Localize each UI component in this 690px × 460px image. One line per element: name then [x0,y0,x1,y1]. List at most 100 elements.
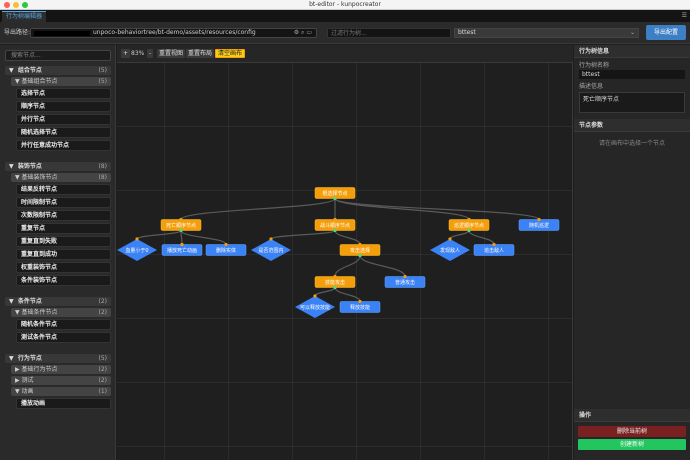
input-port[interactable] [180,242,184,247]
clear-canvas-button[interactable]: 清空画布 [215,49,246,58]
palette-node-item[interactable]: 重复直到失败 [16,236,111,247]
palette-node-item[interactable]: 权重装饰节点 [16,262,111,273]
palette-node-item[interactable]: 顺序节点 [16,101,111,112]
node-search-input[interactable]: 搜索节点... [5,50,111,61]
input-port[interactable] [403,274,407,279]
palette-node-item[interactable]: 并行节点 [16,114,111,125]
palette-group[interactable]: ▼ 装饰节点(8) [5,162,111,171]
edge [334,255,361,277]
subgroup-name: 基础组合节点 [21,78,58,85]
export-path-value: unpoco-behaviortree/bt-demo/assets/resou… [93,29,256,36]
palette-node-item[interactable]: 测试条件节点 [16,332,111,343]
delete-tree-button[interactable]: 删除当前树 [578,426,686,437]
palette-subgroup[interactable]: ▼ 基础组合节点(5) [11,77,111,86]
input-port[interactable] [537,217,541,222]
output-port[interactable] [467,228,471,233]
palette-group[interactable]: ▼ 条件节点(2) [5,297,111,306]
palette-group[interactable]: ▼ 行为节点(5) [5,354,111,363]
palette-node-item[interactable]: 随机选择节点 [16,127,111,138]
palette-subgroup[interactable]: ▼ 基础条件节点(2) [11,308,111,317]
input-port[interactable] [358,242,362,247]
minimize-window-button[interactable] [13,2,19,8]
export-path-input[interactable]: unpoco-behaviortree/bt-demo/assets/resou… [30,28,317,38]
tree-node-hp[interactable]: 血量小于0 [117,237,157,261]
group-count: (8) [98,163,108,170]
palette-node-item[interactable]: 选择节点 [16,88,111,99]
subgroup-count: (1) [98,388,108,395]
palette-subgroup[interactable]: ▼ 基础装饰节点(8) [11,173,111,182]
menu-icon[interactable]: ☰ [681,12,687,19]
tree-node-chase[interactable]: 追击敌人 [473,242,515,256]
export-config-button[interactable]: 导出配置 [646,25,686,40]
palette-node-item[interactable]: 并行任意成功节点 [16,140,111,151]
tree-node-death[interactable]: 死亡顺序节点 [160,217,202,233]
search-icon[interactable]: ⌕ [301,29,305,36]
palette-subgroup[interactable]: ▶ 基础行为节点(2) [11,365,111,374]
tree-node-atksel[interactable]: 攻击选择 [339,242,381,258]
maximize-window-button[interactable] [22,2,28,8]
palette-node-item[interactable]: 结果反转节点 [16,184,111,195]
input-port[interactable] [448,237,452,241]
tree-node-skill[interactable]: 释放技能 [339,299,381,313]
palette-subgroup[interactable]: ▼ 动画(1) [11,387,111,396]
input-port[interactable] [135,237,139,241]
palette-node-item[interactable]: 播放动画 [16,398,111,409]
palette-node-item[interactable]: 随机条件节点 [16,319,111,330]
palette-node-item[interactable]: 时间限制节点 [16,197,111,208]
palette-group[interactable]: ▼ 组合节点(5) [5,66,111,75]
description-value: 死亡顺序节点 [583,96,620,103]
reset-view-button[interactable]: 重置视图 [157,49,186,58]
output-port[interactable] [333,228,337,233]
input-port[interactable] [333,274,337,279]
input-port[interactable] [492,242,496,247]
palette-node-item[interactable]: 条件装饰节点 [16,275,111,286]
palette-node-item[interactable]: 次数限制节点 [16,210,111,221]
tree-info-title: 行为树信息 [574,45,690,58]
subgroup-name: 基础条件节点 [21,309,58,316]
input-port[interactable] [467,217,471,222]
chevron-down-icon: ▼ [9,67,14,74]
zoom-out-button[interactable]: - [147,49,154,58]
tree-select[interactable]: bttest⌄ [454,28,639,38]
palette-node-item[interactable]: 重复节点 [16,223,111,234]
tree-node-root[interactable]: 根选择节点 [314,187,356,201]
input-port[interactable] [269,237,273,241]
chevron-down-icon: ⌄ [629,29,635,36]
tree-node-rpatrol[interactable]: 随机巡逻 [518,217,560,231]
tree-node-fight[interactable]: 战斗顺序节点 [314,217,356,233]
input-port[interactable] [179,217,183,222]
tree-node-found[interactable]: 发现敌人 [430,237,470,261]
output-port[interactable] [358,253,362,258]
tree-node-dieanim[interactable]: 播放死亡动画 [161,242,203,256]
folder-icon[interactable]: ▭ [306,29,312,36]
zoom-in-button[interactable]: + [121,49,131,58]
input-port[interactable] [224,242,228,247]
tree-node-remove[interactable]: 删除实体 [205,242,247,256]
tree-name-input[interactable]: bttest [579,70,685,79]
node-label: 播放死亡动画 [167,247,197,254]
output-port[interactable] [333,285,337,290]
palette-node-item[interactable]: 重复直到成功 [16,249,111,260]
node-label: 攻击选择 [350,247,370,254]
input-port[interactable] [313,294,317,298]
canvas[interactable]: + 83% - 重置视图 重置布局 清空画布 根选择节点死亡顺序节点战斗顺序节点… [117,45,573,460]
close-window-button[interactable] [4,2,10,8]
tab-bt-editor[interactable]: 行为树编辑器 [2,11,47,22]
input-port[interactable] [358,299,362,304]
output-port[interactable] [179,228,183,233]
description-textarea[interactable]: 死亡顺序节点 [579,92,685,113]
tree-node-normal[interactable]: 普通攻击 [384,274,426,288]
tree-node-patrol[interactable]: 巡逻顺序节点 [448,217,490,233]
tree-node-skillatk[interactable]: 技能攻击 [314,274,356,290]
reset-layout-button[interactable]: 重置布局 [186,49,215,58]
output-port[interactable] [333,196,337,201]
create-tree-button[interactable]: 创建新树 [578,439,686,450]
tree-node-inrange[interactable]: 是否范围内 [251,237,291,261]
edge [334,197,470,221]
tree-node-canskill[interactable]: 可以释放技能 [295,294,335,318]
palette-subgroup[interactable]: ▶ 测试(2) [11,376,111,385]
tree-filter-input[interactable] [327,28,451,38]
input-port[interactable] [333,217,337,222]
edge [314,287,336,297]
settings-icon[interactable]: ⚙ [293,29,300,36]
